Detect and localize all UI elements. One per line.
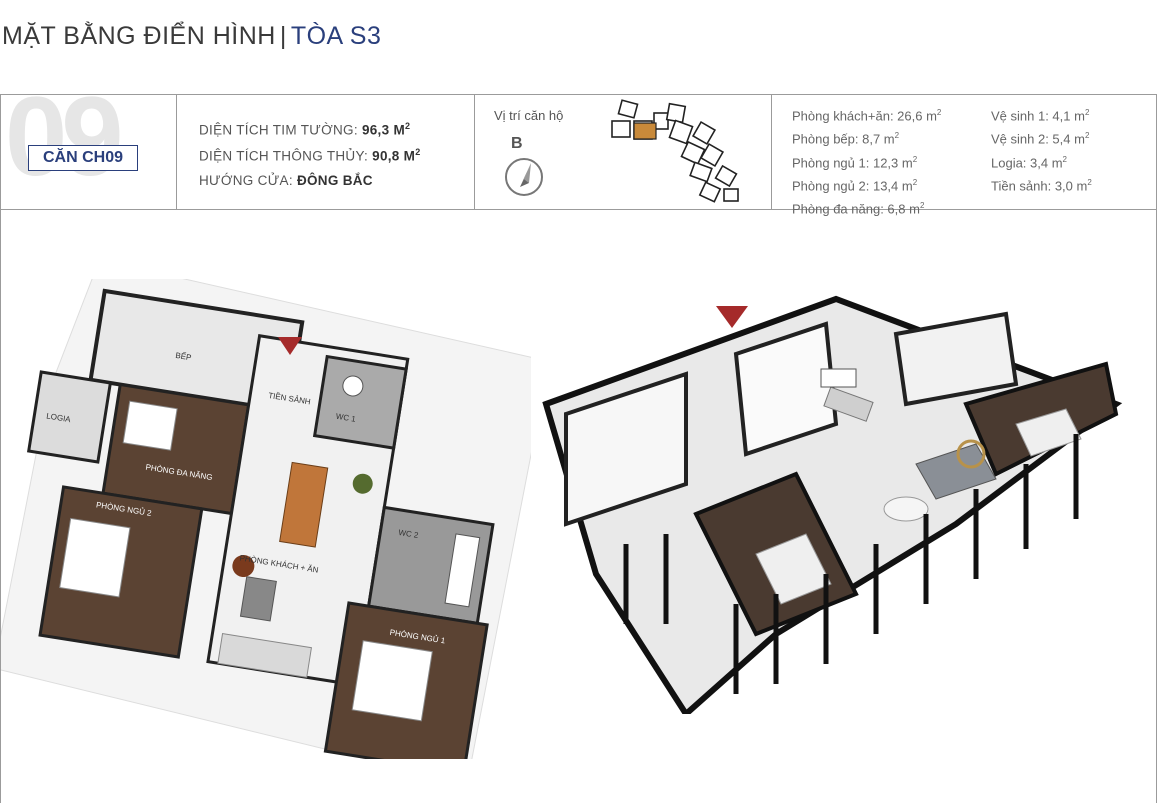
area-item: Logia: 3,4 m2 [991, 150, 1092, 173]
unit-superscript: 2 [415, 147, 421, 157]
unit-number-watermark: 09 [5, 74, 124, 199]
floorplan-2d: BẾP LOGIA TIỀN SẢNH WC 1 PHÒNG ĐA NĂNG P… [1, 279, 531, 759]
unit-badge: CĂN CH09 [28, 145, 138, 171]
highlighted-unit [633, 122, 657, 140]
area-item: Vệ sinh 2: 5,4 m2 [991, 126, 1092, 149]
floorplan-3d [542, 295, 1123, 714]
title-separator: | [279, 22, 287, 50]
north-letter: B [511, 135, 523, 152]
wall-area-value: 96,3 M [361, 122, 406, 138]
clear-area-label: DIỆN TÍCH THÔNG THỦY: [199, 148, 369, 164]
area-sup: 2 [1084, 131, 1090, 141]
unit-info-panel: 09 CĂN CH09 DIỆN TÍCH TIM TƯỜNG: 96,3 M2… [0, 81, 1157, 217]
area-item: Phòng ngủ 1: 12,3 m2 [792, 150, 941, 173]
unit-specs: DIỆN TÍCH TIM TƯỜNG: 96,3 M2 DIỆN TÍCH T… [199, 121, 421, 199]
area-text: Phòng đa năng: 6,8 m [792, 201, 920, 217]
area-sup: 2 [912, 154, 918, 164]
wall-area-label: DIỆN TÍCH TIM TƯỜNG: [199, 122, 358, 138]
area-sup: 2 [894, 131, 900, 141]
area-text: Logia: 3,4 m [991, 154, 1063, 170]
label-wc2: WC 2 [398, 528, 420, 540]
area-item: Phòng bếp: 8,7 m2 [792, 126, 941, 149]
door-direction-label: HƯỚNG CỬA: [199, 173, 293, 188]
area-sup: 2 [1062, 154, 1067, 164]
area-sup: 2 [1087, 177, 1092, 187]
wall-area-row: DIỆN TÍCH TIM TƯỜNG: 96,3 M2 [199, 121, 421, 147]
area-sup: 2 [919, 201, 925, 211]
area-item: Phòng khách+ăn: 26,6 m2 [792, 103, 941, 126]
area-text: Vệ sinh 2: 5,4 m [991, 131, 1085, 147]
area-item: Vệ sinh 1: 4,1 m2 [991, 103, 1092, 126]
unit-superscript: 2 [405, 121, 411, 131]
area-sup: 2 [912, 177, 918, 187]
label-wc1: WC 1 [335, 412, 357, 424]
area-text: Vệ sinh 1: 4,1 m [991, 108, 1085, 124]
area-text: Phòng ngủ 2: 13,4 m [792, 178, 913, 194]
area-sup: 2 [936, 108, 942, 117]
floorplan-area: BẾP LOGIA TIỀN SẢNH WC 1 PHÒNG ĐA NĂNG P… [0, 209, 1157, 803]
area-text: Phòng khách+ăn: 26,6 m [792, 108, 937, 124]
entry-marker-icon [716, 306, 748, 328]
room-areas-right: Vệ sinh 1: 4,1 m2 Vệ sinh 2: 5,4 m2 Logi… [991, 103, 1092, 196]
door-direction-value: ĐÔNG BẮC [296, 173, 373, 188]
compass-icon [505, 158, 543, 196]
label-logia: LOGIA [46, 411, 72, 424]
clear-area-row: DIỆN TÍCH THÔNG THỦY: 90,8 M2 [199, 147, 421, 173]
area-sup: 2 [1084, 108, 1090, 117]
area-text: Phòng ngủ 1: 12,3 m [792, 154, 913, 170]
entry-marker-icon [278, 337, 302, 355]
divider [771, 95, 772, 209]
divider [474, 95, 475, 209]
area-text: Phòng bếp: 8,7 m [792, 131, 895, 147]
area-text: Tiền sảnh: 3,0 m [991, 178, 1088, 194]
area-item: Phòng đa năng: 6,8 m2 [792, 196, 941, 219]
divider [176, 95, 177, 209]
door-direction-row: HƯỚNG CỬA: ĐÔNG BẮC [199, 173, 421, 199]
page-title: MẶT BẰNG ĐIỂN HÌNH|TÒA S3 [2, 22, 381, 51]
site-plan-icon [611, 99, 739, 203]
room-areas-left: Phòng khách+ăn: 26,6 m2 Phòng bếp: 8,7 m… [792, 103, 941, 220]
area-item: Tiền sảnh: 3,0 m2 [991, 173, 1092, 196]
tower-name: TÒA S3 [290, 22, 382, 50]
title-text: MẶT BẰNG ĐIỂN HÌNH [2, 22, 276, 50]
clear-area-value: 90,8 M [372, 148, 416, 164]
location-label: Vị trí căn hộ [494, 108, 564, 123]
label-kitchen: BẾP [175, 350, 192, 362]
area-item: Phòng ngủ 2: 13,4 m2 [792, 173, 941, 196]
